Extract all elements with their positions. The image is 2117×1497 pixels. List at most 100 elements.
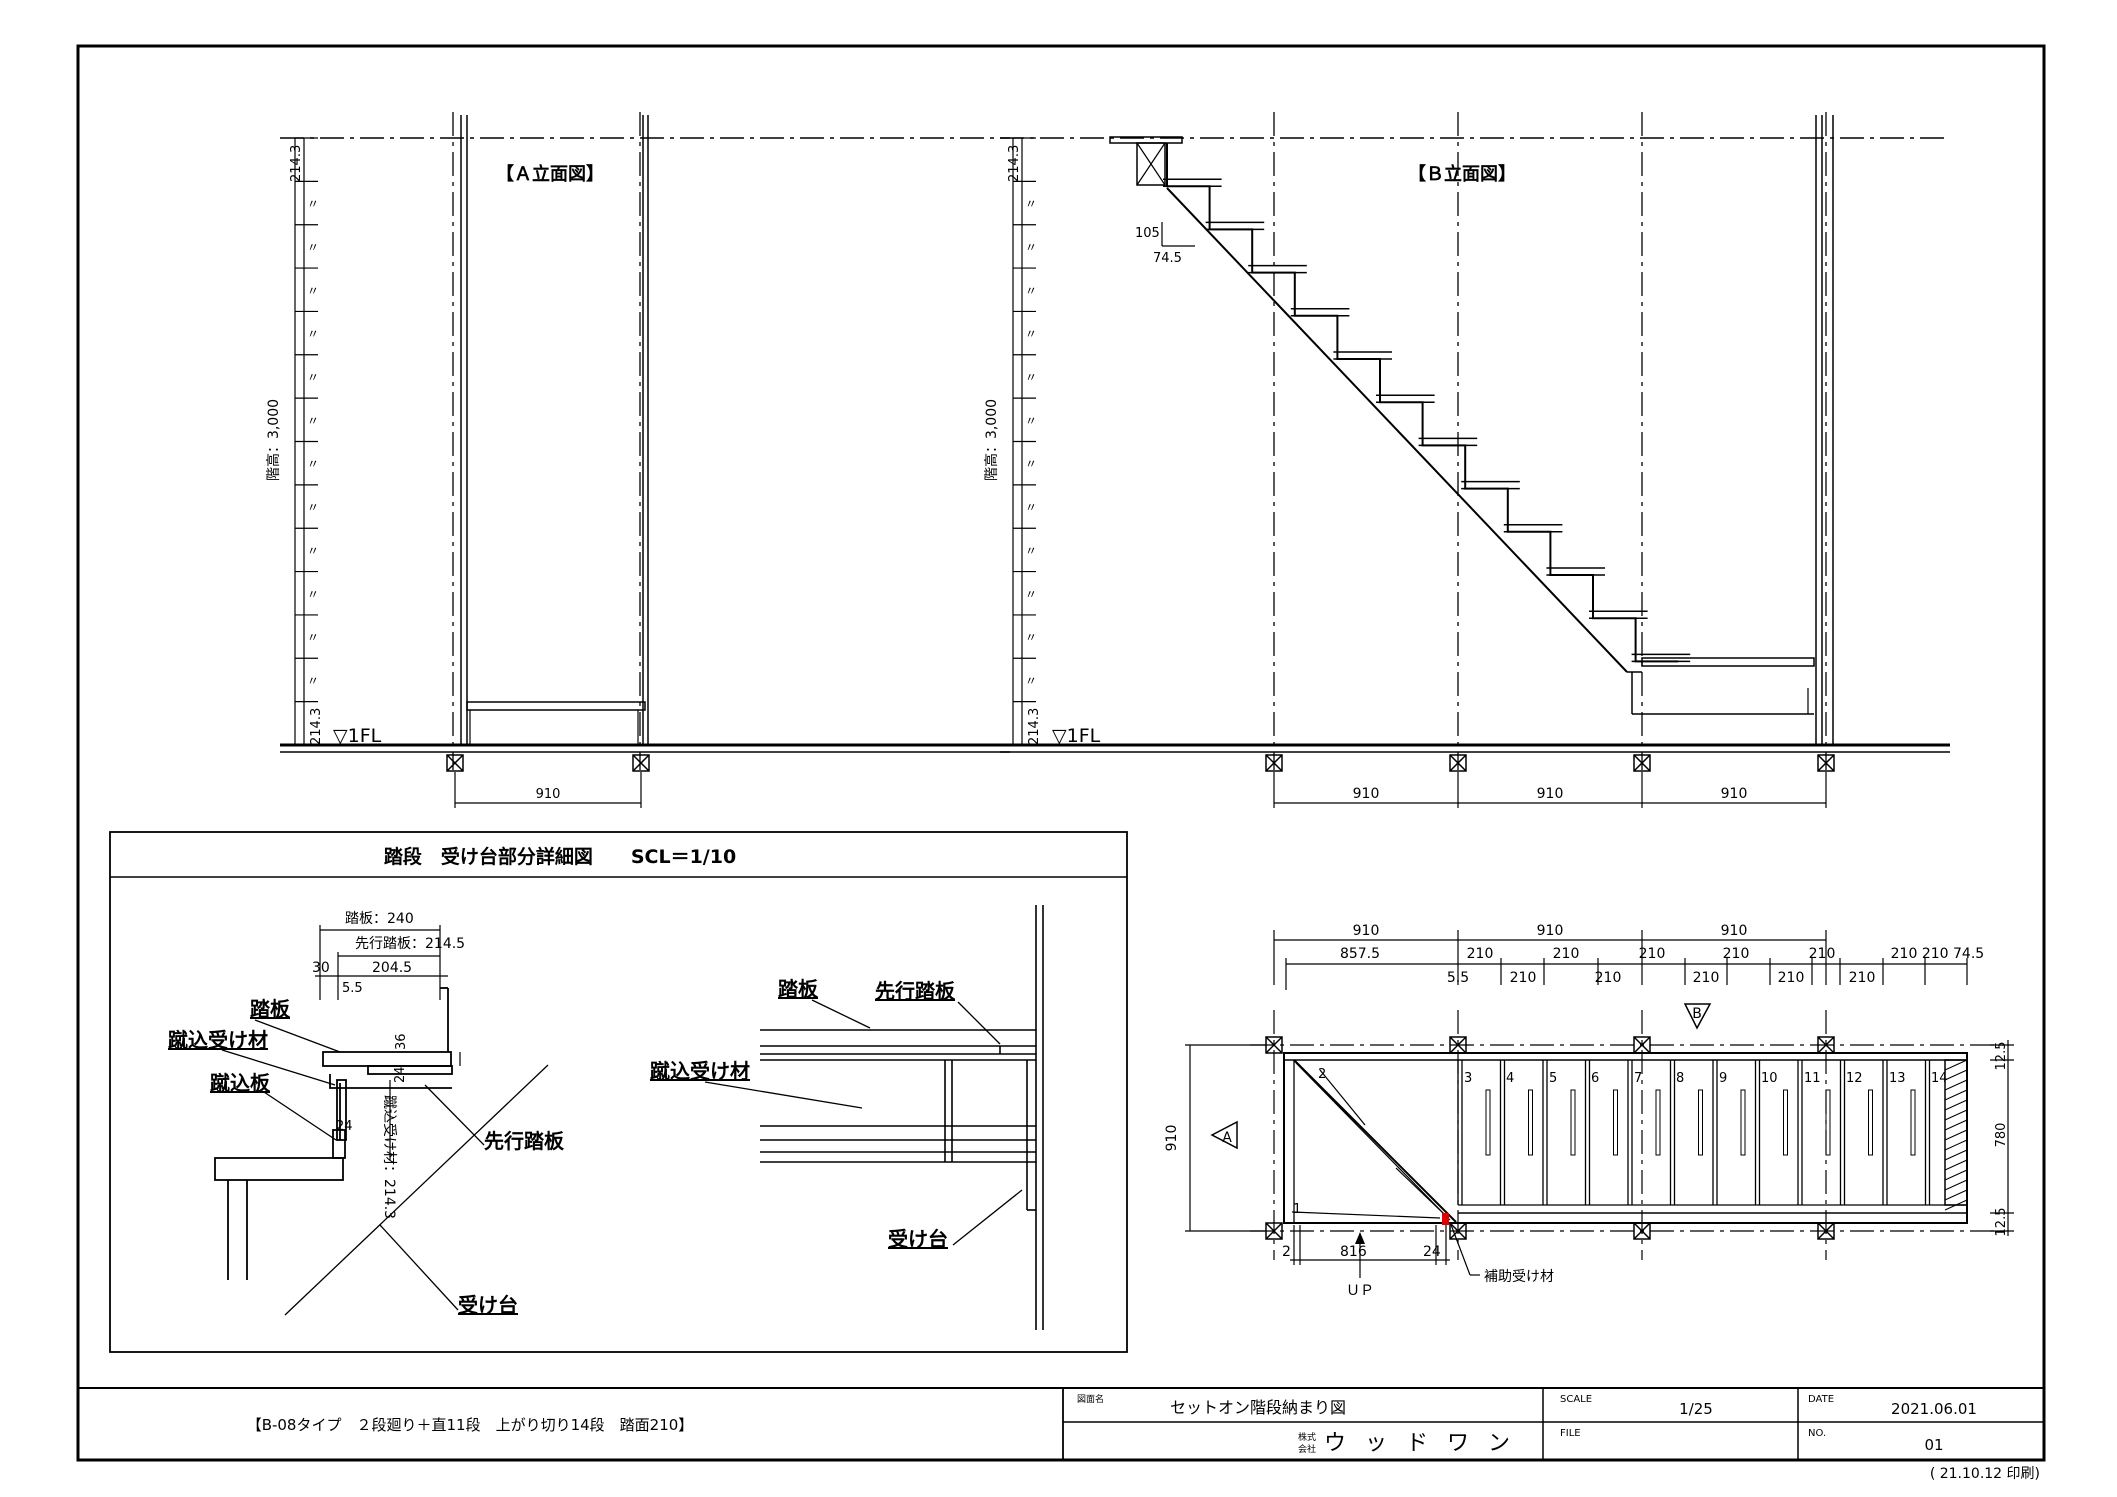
repeat-mark: 〃 xyxy=(307,414,319,428)
elev-b-top-dim: 214.3 xyxy=(1007,145,1022,182)
repeat-mark: 〃 xyxy=(1025,457,1037,471)
title-no-label: NO. xyxy=(1808,1428,1826,1439)
title-company-prefix-2: 会社 xyxy=(1298,1443,1316,1455)
repeat-mark: 〃 xyxy=(307,501,319,515)
repeat-mark: 〃 xyxy=(1025,587,1037,601)
elev-b-bottom-dim: 214.3 xyxy=(1027,708,1042,745)
repeat-mark: 〃 xyxy=(1025,414,1037,428)
plan-step-6: 6 xyxy=(1591,1071,1599,1086)
title-company-prefix-1: 株式 xyxy=(1298,1431,1316,1443)
repeat-mark: 〃 xyxy=(1025,284,1037,298)
plan-sub-dim-1: 857.5 xyxy=(1340,946,1380,962)
detail-title: 踏段 受け台部分詳細図 SCL＝1/10 xyxy=(384,845,736,868)
repeat-mark: 〃 xyxy=(1025,674,1037,688)
title-date-label: DATE xyxy=(1808,1394,1834,1405)
plan-view: 910 910 910 857.5 210 210 210 210 210 21… xyxy=(1164,923,2014,1299)
elev-b-floor-label: ▽1FL xyxy=(1052,725,1101,747)
plan-step-14: 14 xyxy=(1931,1071,1948,1086)
plan-sub-dim-4: 210 xyxy=(1639,946,1666,962)
plan-dim-816: 816 xyxy=(1340,1244,1367,1260)
plan-sub2-dim-6: 210 xyxy=(1849,970,1876,986)
title-company: ウ ッ ド ワ ン xyxy=(1324,1431,1516,1456)
repeat-mark: 〃 xyxy=(307,197,319,211)
plan-step-11: 11 xyxy=(1804,1071,1821,1086)
plan-top-dim-3: 910 xyxy=(1721,923,1748,939)
section-marker-b xyxy=(1683,1003,1712,1030)
repeat-mark: 〃 xyxy=(1025,370,1037,384)
plan-dim-24: 24 xyxy=(1423,1244,1441,1260)
detail-label-front-tread-2: 先行踏板 xyxy=(875,979,956,1003)
repeat-mark: 〃 xyxy=(307,240,319,254)
elev-a-top-dim: 214.3 xyxy=(289,145,304,182)
plan-right-dim-3: 12.5 xyxy=(1994,1208,2009,1237)
title-block: 【B-08タイプ ２段廻り＋直11段 上がり切り14段 踏面210】 図面名 セ… xyxy=(78,1387,2044,1482)
elevation-a: 910 〃〃〃〃〃〃〃〃〃〃〃〃 214.3 214.3 階高：3,000 ▽1… xyxy=(265,112,1010,808)
elev-b-dim-745: 74.5 xyxy=(1153,251,1182,266)
repeat-mark: 〃 xyxy=(307,674,319,688)
detail-dim-tread: 踏板：240 xyxy=(345,911,414,927)
detail-dim-24b: 24 xyxy=(336,1119,353,1134)
detail-label-riser-support-2: 蹴込受け材 xyxy=(650,1059,750,1083)
title-description: 【B-08タイプ ２段廻り＋直11段 上がり切り14段 踏面210】 xyxy=(247,1416,694,1434)
repeat-mark: 〃 xyxy=(307,587,319,601)
repeat-mark: 〃 xyxy=(307,631,319,645)
elev-b-width-3: 910 xyxy=(1721,786,1748,802)
plan-step-3: 3 xyxy=(1464,1071,1472,1086)
detail-panel: 踏段 受け台部分詳細図 SCL＝1/10 踏板：240 xyxy=(109,831,1128,1353)
plan-up-label: ＵＰ xyxy=(1346,1283,1374,1299)
detail-label-tread-2: 踏板 xyxy=(778,977,819,1001)
plan-sub2-dim-5: 210 xyxy=(1778,970,1805,986)
section-marker-a xyxy=(1210,1120,1238,1150)
plan-step-5: 5 xyxy=(1549,1071,1557,1086)
plan-sub-dim-8: 210 74.5 xyxy=(1922,946,1984,962)
detail-label-support-base-2: 受け台 xyxy=(888,1227,948,1251)
plan-dim-2: 2 xyxy=(1282,1244,1291,1260)
elev-b-title: 【Ｂ立面図】 xyxy=(1408,163,1516,185)
title-drawing-name: セットオン階段納まり図 xyxy=(1170,1398,1346,1417)
detail-label-tread: 踏板 xyxy=(250,997,291,1021)
plan-aux-label: 補助受け材 xyxy=(1484,1269,1554,1285)
repeat-mark: 〃 xyxy=(1025,501,1037,515)
aux-support-highlight xyxy=(1442,1213,1449,1225)
detail-label-front-tread: 先行踏板 xyxy=(484,1129,565,1153)
elev-b-width-2: 910 xyxy=(1537,786,1564,802)
elev-a-floor-label: ▽1FL xyxy=(333,725,382,747)
plan-step-2: 2 xyxy=(1318,1067,1326,1082)
detail-dim-55: 5.5 xyxy=(342,981,363,996)
repeat-mark: 〃 xyxy=(1025,544,1037,558)
elev-a-height-label: 階高：3,000 xyxy=(265,399,282,481)
detail-dim-36: 36 xyxy=(394,1033,409,1050)
repeat-mark: 〃 xyxy=(1025,327,1037,341)
plan-sub2-dim-3: 210 xyxy=(1595,970,1622,986)
plan-right-dim-1: 12.5 xyxy=(1994,1042,2009,1071)
title-scale-label: SCALE xyxy=(1560,1394,1592,1405)
plan-top-dim-1: 910 xyxy=(1353,923,1380,939)
plan-step-7: 7 xyxy=(1634,1071,1642,1086)
plan-sub-dim-6: 210 xyxy=(1809,946,1836,962)
detail-dim-2045: 204.5 xyxy=(372,960,412,976)
plan-step-12: 12 xyxy=(1846,1071,1863,1086)
repeat-mark: 〃 xyxy=(307,457,319,471)
detail-label-support-base: 受け台 xyxy=(458,1293,518,1317)
detail-label-riser-support: 蹴込受け材 xyxy=(168,1028,268,1052)
plan-sub-dim-3: 210 xyxy=(1553,946,1580,962)
repeat-mark: 〃 xyxy=(1025,240,1037,254)
plan-left-dim: 910 xyxy=(1164,1125,1180,1152)
elev-b-width-1: 910 xyxy=(1353,786,1380,802)
title-date: 2021.06.01 xyxy=(1891,1400,1977,1418)
plan-sub2-dim-2: 210 xyxy=(1510,970,1537,986)
plan-sub-dim-5: 210 xyxy=(1723,946,1750,962)
title-scale: 1/25 xyxy=(1679,1400,1713,1418)
plan-step-8: 8 xyxy=(1676,1071,1684,1086)
plan-marker-a: A xyxy=(1222,1130,1232,1146)
repeat-mark: 〃 xyxy=(307,370,319,384)
detail-dim-30: 30 xyxy=(312,960,330,976)
plan-step-1: 1 xyxy=(1293,1202,1301,1217)
detail-dim-24a: 24 xyxy=(393,1066,408,1083)
elev-a-title: 【Ａ立面図】 xyxy=(496,163,604,185)
title-file-label: FILE xyxy=(1560,1428,1581,1439)
title-drawing-name-label: 図面名 xyxy=(1077,1393,1104,1405)
plan-step-4: 4 xyxy=(1506,1071,1514,1086)
elev-b-height-label: 階高：3,000 xyxy=(983,399,1000,481)
